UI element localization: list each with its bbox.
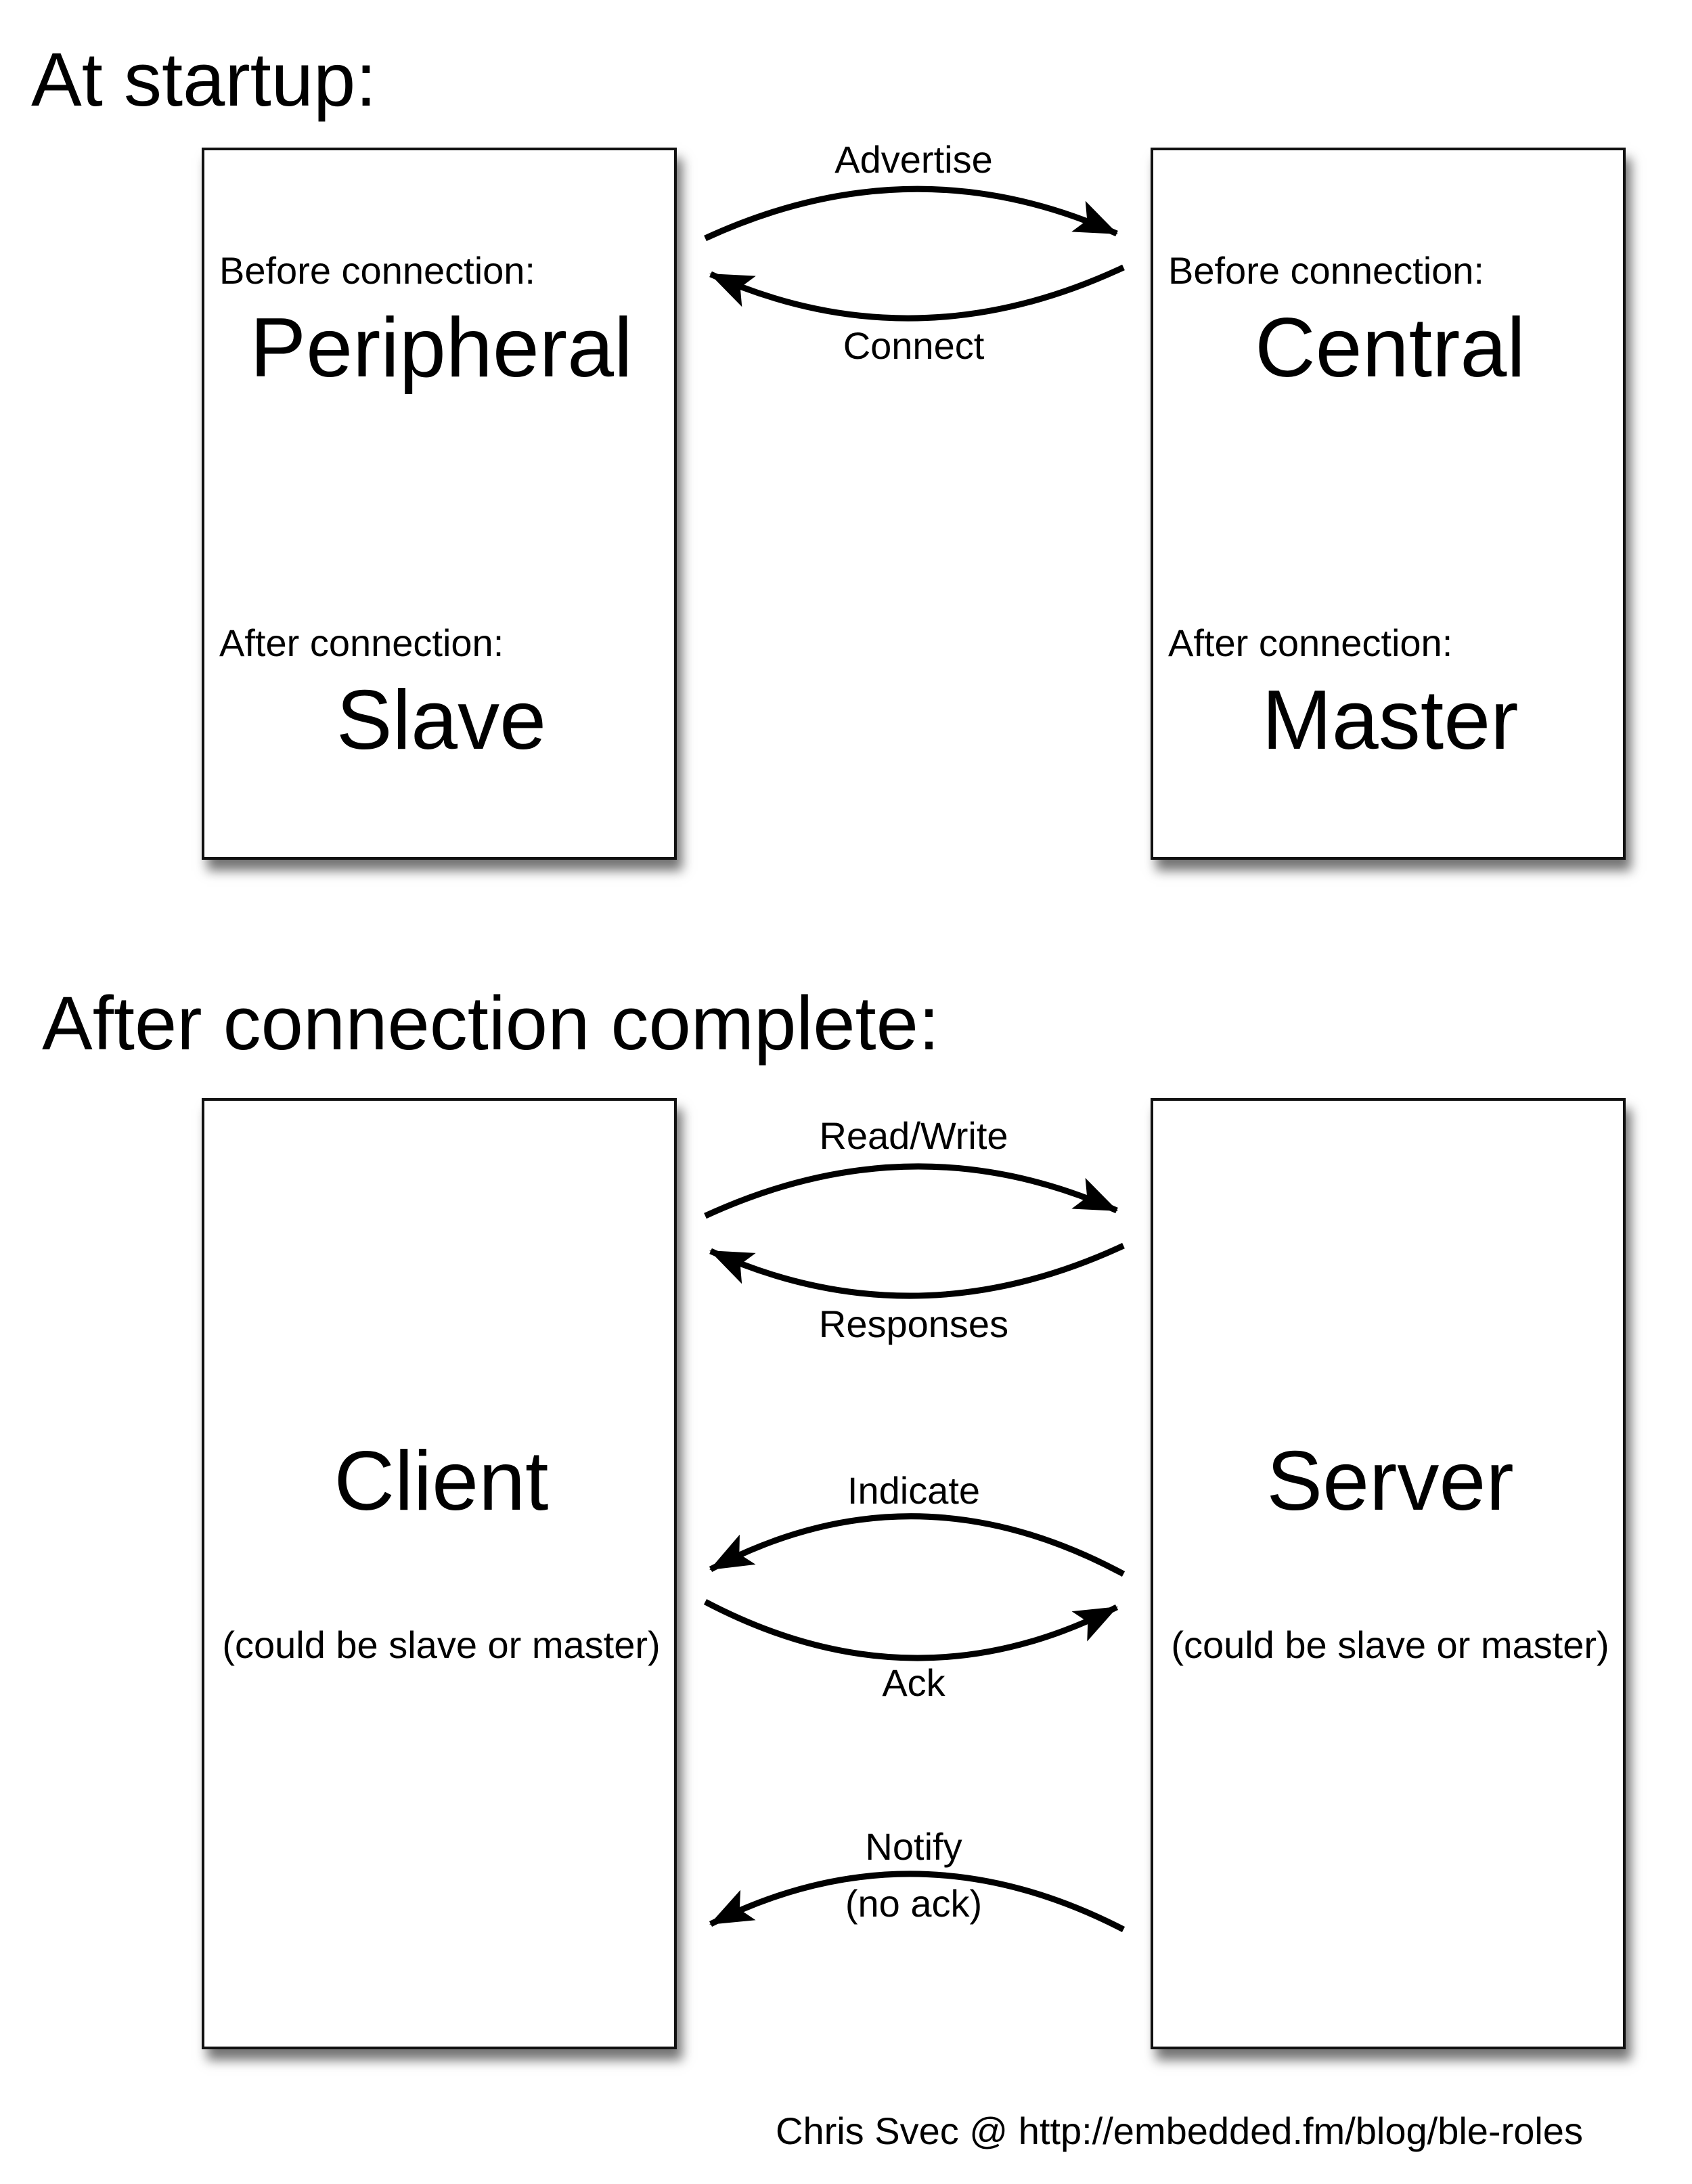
indicate-arrow — [709, 1513, 1126, 1577]
read-write-arrow — [704, 1163, 1118, 1219]
master-role: Master — [1262, 674, 1519, 767]
central-after-label: After connection: — [1168, 621, 1453, 664]
peripheral-before-label: Before connection: — [219, 249, 535, 292]
advertise-arrow — [704, 185, 1118, 242]
peripheral-box: Before connection: Peripheral After conn… — [202, 148, 677, 860]
peripheral-after-label: After connection: — [219, 621, 504, 664]
notify-label: Notify — [865, 1825, 962, 1868]
ack-label: Ack — [882, 1661, 945, 1704]
slave-role: Slave — [336, 674, 547, 767]
server-note: (could be slave or master) — [1171, 1623, 1609, 1666]
after-connection-title: After connection complete: — [42, 981, 940, 1066]
ack-arrow — [703, 1599, 1119, 1661]
central-before-label: Before connection: — [1168, 249, 1484, 292]
server-role: Server — [1266, 1435, 1514, 1528]
central-box: Before connection: Central After connect… — [1151, 148, 1626, 860]
central-role: Central — [1255, 301, 1526, 395]
no-ack-label: (no ack) — [845, 1882, 983, 1925]
client-box: Client (could be slave or master) — [202, 1098, 677, 2049]
credit-text: Chris Svec @ http://embedded.fm/blog/ble… — [776, 2110, 1583, 2152]
advertise-label: Advertise — [834, 138, 993, 181]
connect-arrow — [709, 264, 1125, 322]
responses-arrow — [709, 1242, 1125, 1299]
notify-arrow — [709, 1871, 1126, 1932]
indicate-label: Indicate — [847, 1469, 981, 1512]
client-role: Client — [334, 1435, 549, 1528]
connect-label: Connect — [843, 324, 985, 367]
client-note: (could be slave or master) — [222, 1623, 661, 1666]
responses-label: Responses — [818, 1303, 1009, 1345]
server-box: Server (could be slave or master) — [1151, 1098, 1626, 2049]
peripheral-role: Peripheral — [250, 301, 633, 395]
read-write-label: Read/Write — [819, 1114, 1008, 1157]
startup-title: At startup: — [31, 37, 377, 122]
